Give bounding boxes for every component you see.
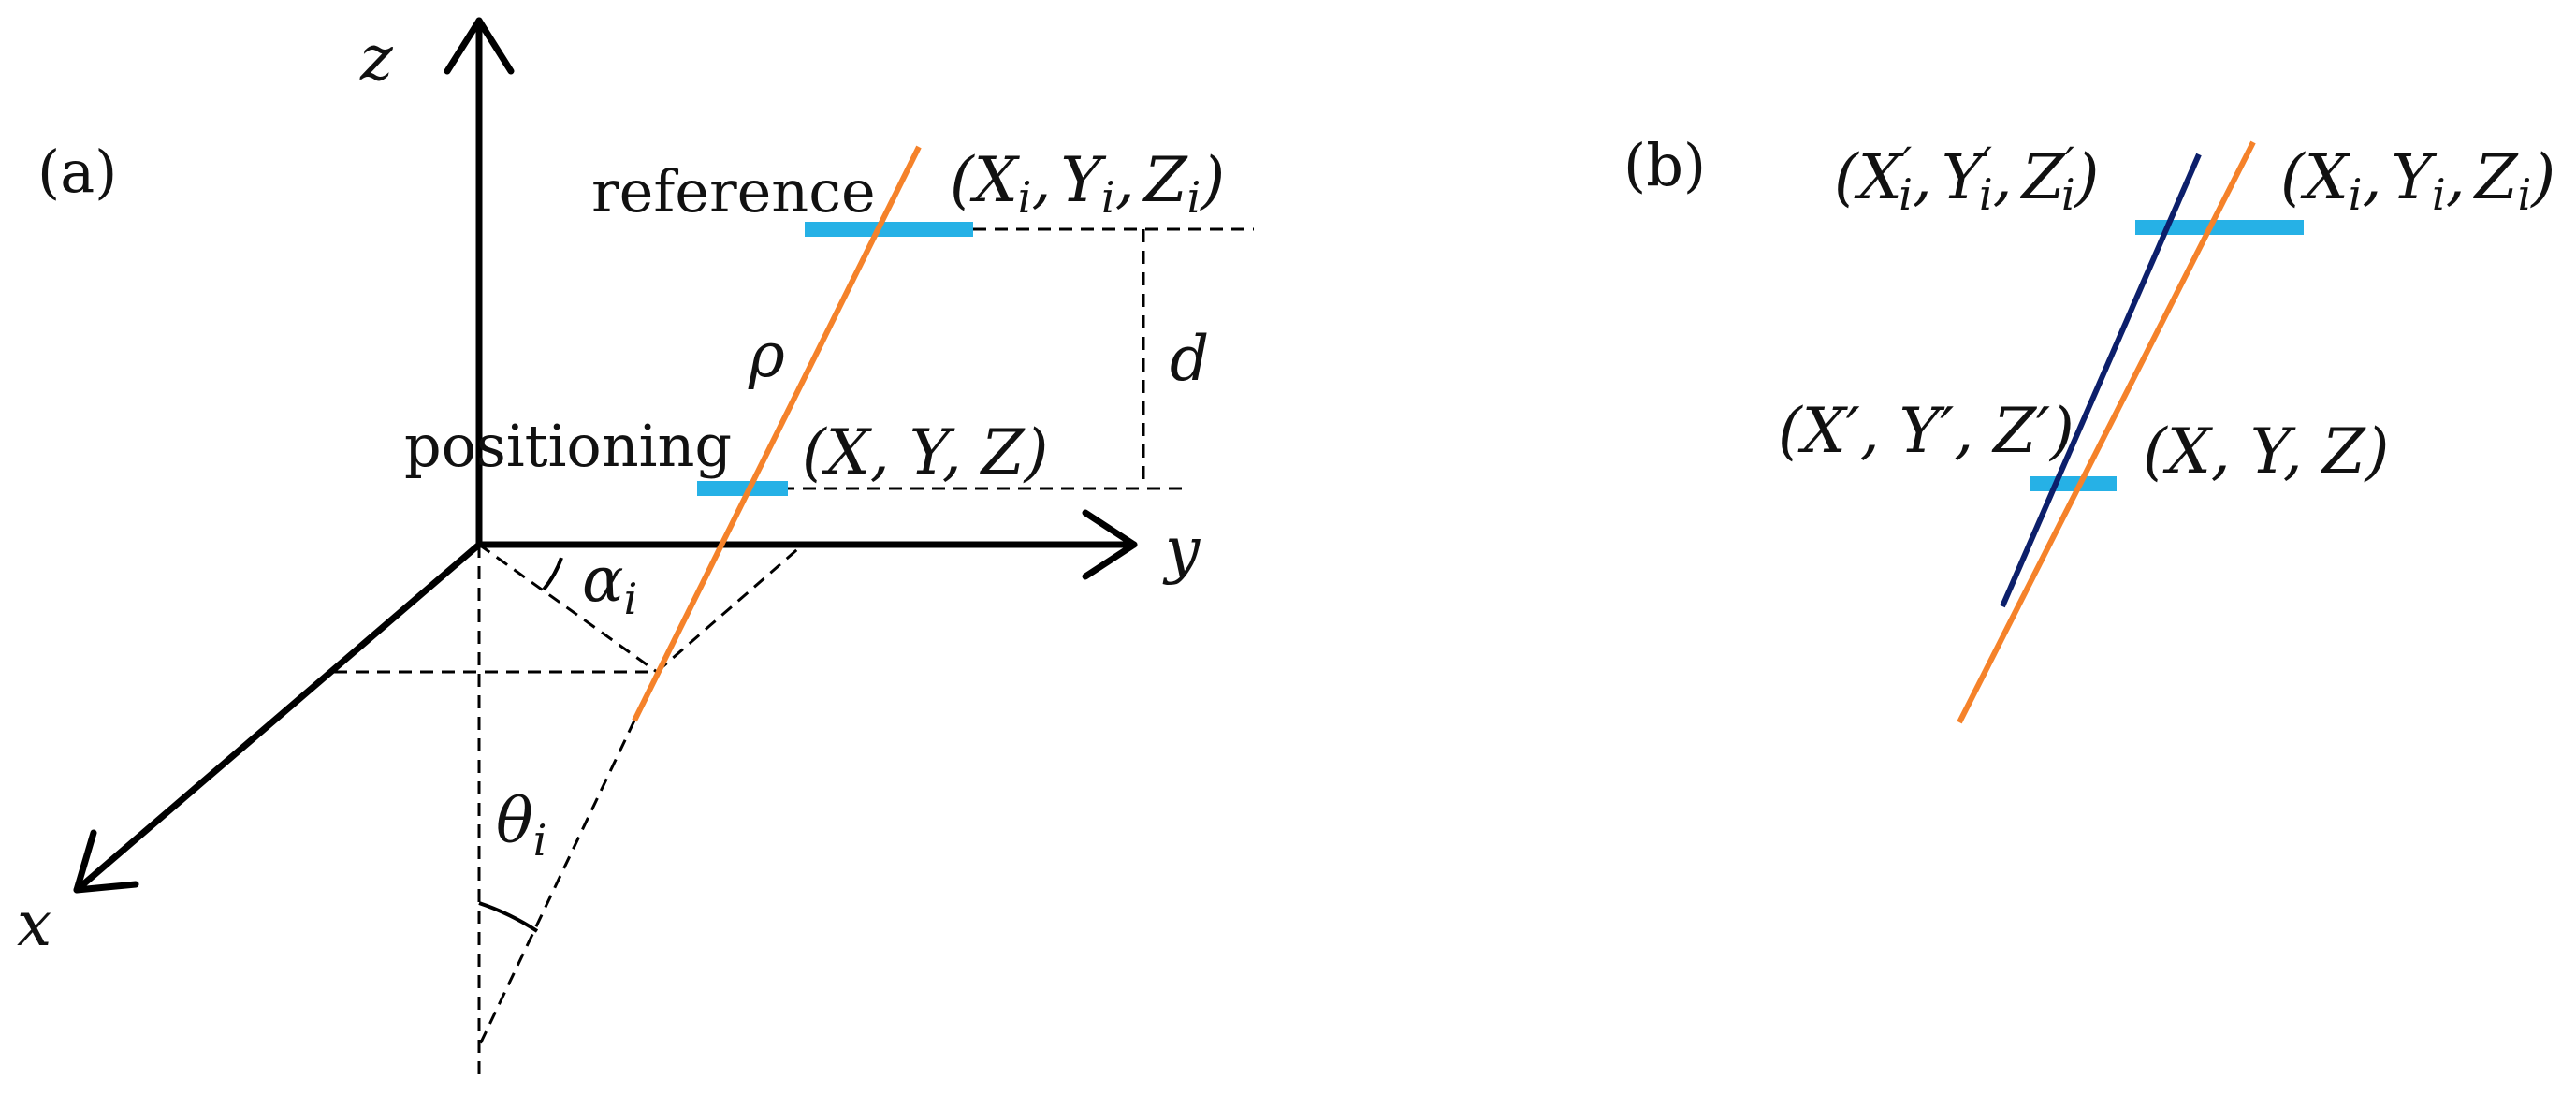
y-axis-arrowhead [1082,509,1138,580]
reference-point-label-b: (Xi,Yi,Zi) [2280,141,2555,220]
axes [73,17,1138,894]
x-axis-arrowhead [73,829,139,894]
particle-track-b [1957,140,2256,724]
positioning-label: positioning [404,412,732,480]
x-axis-label: x [17,888,51,960]
panel-a-label: (a) [37,138,117,206]
shifted-track [2000,153,2202,608]
positioning-point-label-b: (X, Y, Z) [2143,415,2389,488]
alpha-angle-arc [542,557,563,591]
panel-b-label: (b) [1623,131,1706,199]
theta-angle-arc [478,901,539,933]
construction-lines [334,227,1254,1074]
projection-yline-dash [656,543,804,674]
rho-label: ρ [748,319,785,391]
x-axis [73,541,483,894]
z-axis-label: z [359,22,394,95]
track-extension-dash [477,720,636,1047]
theta-label: θi [496,785,546,866]
reference-label: reference [591,157,876,226]
panel-b: (b) (X′i,Y′i,Z′i) (Xi,Yi,Zi) (X′, Y′, Z′… [1623,131,2555,724]
d-label: d [1170,323,1209,395]
alpha-label: αi [582,544,637,624]
panel-a: (a) z y x [17,17,1254,1074]
y-axis-label: y [1162,514,1201,586]
shifted-positioning-point-label: (X′, Y′, Z′) [1778,395,2074,467]
particle-track [632,145,922,722]
projection-alpha-dash [478,543,658,674]
shifted-reference-point-label: (X′i,Y′i,Z′i) [1834,138,2099,220]
reference-point-label: (Xi,Yi,Zi) [950,144,1225,223]
z-axis-arrowhead [444,17,515,75]
positioning-point-label: (X, Y, Z) [802,416,1048,488]
